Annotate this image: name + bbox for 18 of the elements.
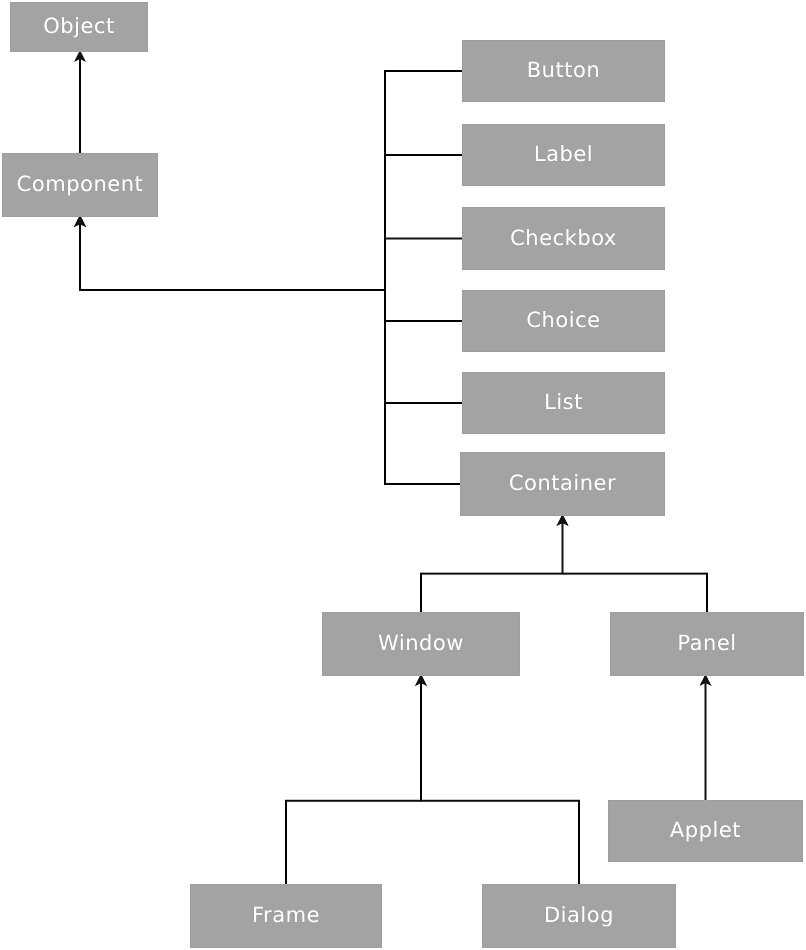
class-box: Container <box>460 452 665 516</box>
arrow <box>700 674 712 800</box>
class-box: Object <box>10 2 148 52</box>
arrow <box>556 514 708 612</box>
class-box: Window <box>322 612 520 676</box>
class-box: Button <box>462 40 665 102</box>
class-box: Component <box>2 153 158 217</box>
class-box: Frame <box>190 884 382 948</box>
class-box: Label <box>462 124 665 186</box>
class-box: Panel <box>610 612 804 676</box>
class-box: Checkbox <box>462 207 665 270</box>
arrow <box>415 674 580 884</box>
class-box: Applet <box>608 800 803 862</box>
class-box: Choice <box>462 290 665 352</box>
arrow <box>74 50 86 153</box>
class-box: List <box>462 372 665 434</box>
class-box: Dialog <box>482 884 676 948</box>
arrow <box>74 215 460 485</box>
